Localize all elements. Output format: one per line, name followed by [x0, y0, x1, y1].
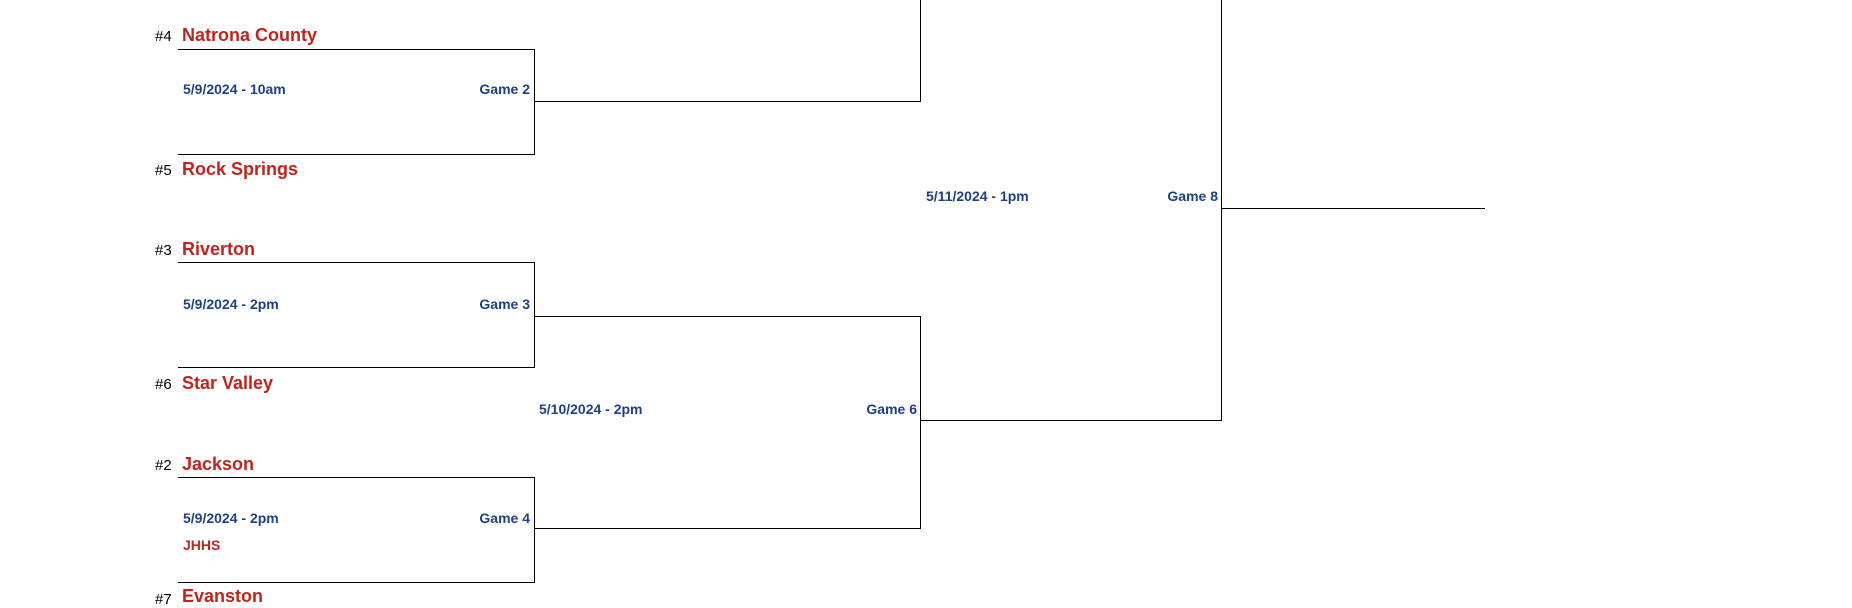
- game-2-label: Game 2: [479, 81, 530, 97]
- team-name: Riverton: [182, 239, 256, 259]
- seed-label: #3: [155, 242, 172, 259]
- bracket-line: [920, 0, 921, 101]
- game-3-date: 5/9/2024 - 2pm: [183, 296, 279, 312]
- bracket-line: [920, 420, 1222, 421]
- game-2-date: 5/9/2024 - 10am: [183, 81, 286, 97]
- team-name: Rock Springs: [182, 159, 299, 179]
- team-name: Star Valley: [182, 373, 274, 393]
- game-6-date: 5/10/2024 - 2pm: [539, 401, 643, 417]
- bracket-line: [534, 477, 535, 582]
- bracket-line: [920, 316, 921, 528]
- game-8-label: Game 8: [1167, 188, 1218, 204]
- bracket-line: [178, 154, 535, 155]
- bracket-line: [178, 49, 535, 50]
- bracket-line: [1221, 0, 1222, 420]
- bracket-line: [178, 582, 535, 583]
- bracket-line: [178, 262, 535, 263]
- seed-label: #5: [155, 162, 172, 179]
- team-name: Natrona County: [182, 25, 317, 45]
- team-name: Evanston: [182, 586, 264, 606]
- seed-label: #4: [155, 28, 172, 45]
- game-4-label: Game 4: [479, 510, 530, 526]
- bracket-line: [534, 316, 921, 317]
- game-8-date: 5/11/2024 - 1pm: [926, 188, 1029, 204]
- bracket-line: [178, 477, 535, 478]
- game-4-venue: JHHS: [183, 537, 221, 553]
- bracket-line: [534, 262, 535, 367]
- game-6-label: Game 6: [866, 401, 917, 417]
- bracket-line: [178, 367, 535, 368]
- seed-label: #2: [155, 457, 172, 474]
- bracket-line: [534, 101, 921, 102]
- game-3-label: Game 3: [479, 296, 530, 312]
- bracket-line: [1221, 208, 1485, 209]
- game-4-date: 5/9/2024 - 2pm: [183, 510, 279, 526]
- seed-label: #6: [155, 376, 172, 393]
- bracket-line: [534, 528, 921, 529]
- team-name: Jackson: [182, 454, 255, 474]
